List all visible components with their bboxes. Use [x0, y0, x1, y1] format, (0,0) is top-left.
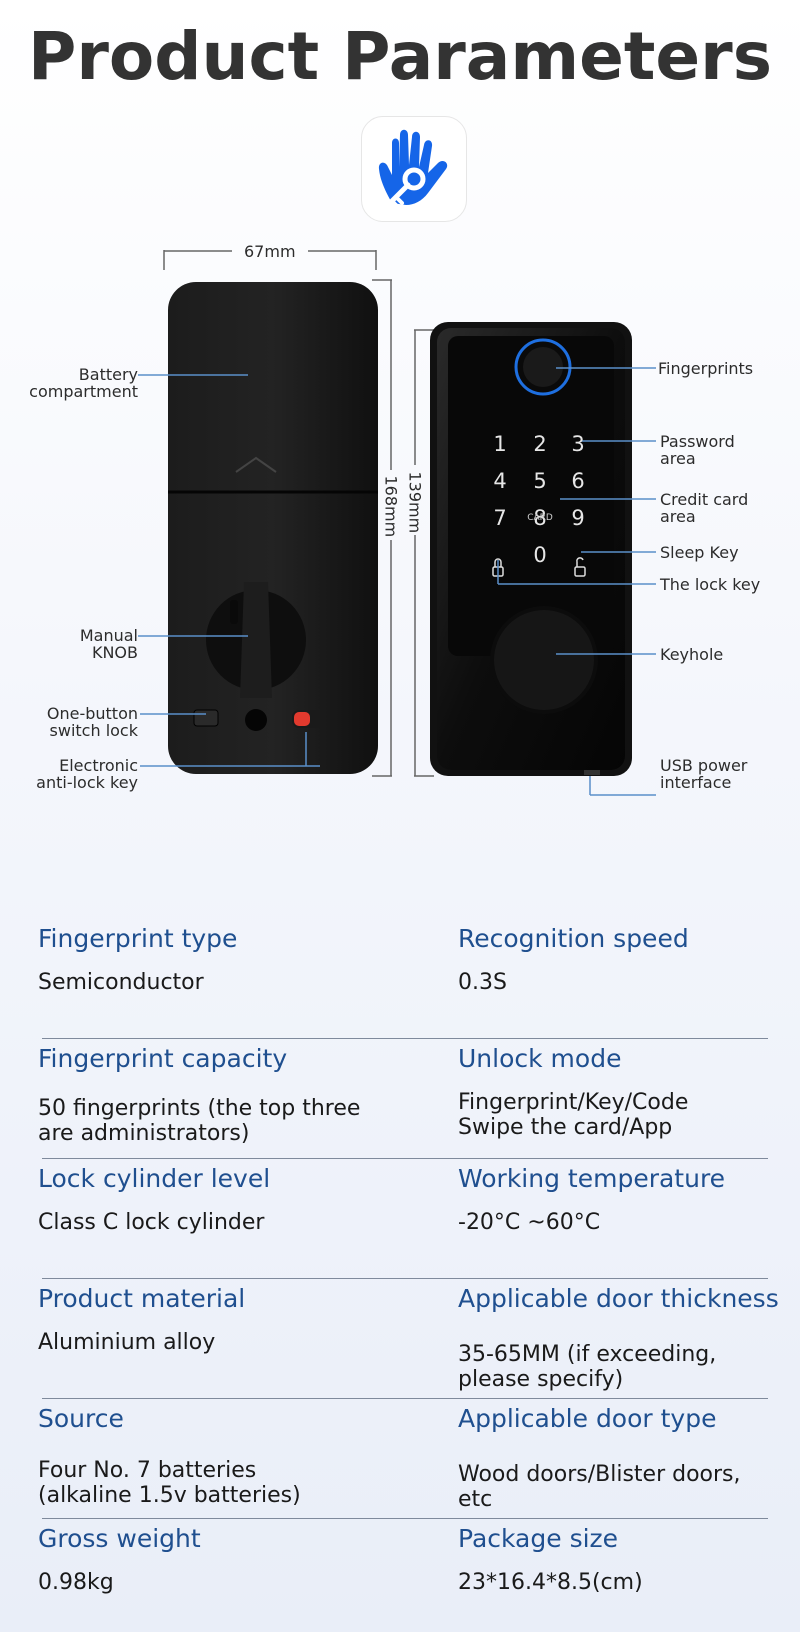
keypad-key-6: 6 [571, 469, 585, 493]
spec-value: 50 fingerprints (the top three are admin… [38, 1096, 361, 1146]
spec-label: Applicable door type [458, 1404, 717, 1433]
spec-label: Source [38, 1404, 124, 1433]
keypad-key-1: 1 [493, 432, 507, 456]
credit-card-area-label: Credit card area [660, 490, 749, 526]
divider [42, 1398, 768, 1399]
keyhole-label: Keyhole [660, 645, 724, 664]
keypad-key-9: 9 [571, 506, 585, 530]
hand-key-icon [361, 116, 467, 222]
keypad-key-0: 0 [533, 543, 547, 567]
password-area-label: Password area [660, 432, 735, 468]
spec-value: Fingerprint/Key/Code Swipe the card/App [458, 1090, 689, 1140]
manual-knob-label: Manual KNOB [79, 626, 138, 662]
fingerprints-label: Fingerprints [658, 359, 754, 378]
spec-label: Product material [38, 1284, 246, 1313]
keypad-key-3: 3 [571, 432, 585, 456]
spec-value: Wood doors/Blister doors, etc [458, 1462, 741, 1512]
keypad-key-4: 4 [493, 469, 507, 493]
spec-value: 35-65MM (if exceeding, please specify) [458, 1342, 717, 1392]
spec-value: Aluminium alloy [38, 1330, 216, 1355]
spec-label: Fingerprint capacity [38, 1044, 288, 1073]
keypad-key-7: 7 [493, 506, 507, 530]
outer-height-dimension-label: 168mm [381, 475, 401, 538]
usb-power-interface-label: USB power interface [660, 756, 748, 792]
lock-key-label: The lock key [660, 575, 761, 594]
spec-label: Applicable door thickness [458, 1284, 779, 1313]
card-label: CARD [527, 513, 553, 523]
spec-label: Unlock mode [458, 1044, 622, 1073]
spec-label: Recognition speed [458, 924, 689, 953]
inner-height-dimension-label: 139mm [405, 471, 425, 534]
switch-lock-label: One-button switch lock [46, 704, 138, 740]
spec-value: Four No. 7 batteries (alkaline 1.5v batt… [38, 1458, 301, 1508]
width-dimension-label: 67mm [244, 242, 296, 261]
spec-label: Package size [458, 1524, 619, 1553]
divider [42, 1158, 768, 1159]
spec-value: Class C lock cylinder [38, 1210, 265, 1235]
battery-compartment-label: Battery compartment [29, 365, 138, 401]
page-title: Product Parameters [27, 18, 773, 95]
spec-label: Fingerprint type [38, 924, 238, 953]
divider [42, 1278, 768, 1279]
keypad-key-8: 8 [533, 506, 547, 530]
keypad-key-2: 2 [533, 432, 547, 456]
spec-label: Lock cylinder level [38, 1164, 271, 1193]
spec-value: 23*16.4*8.5(cm) [458, 1570, 643, 1595]
spec-value: -20°C ~60°C [458, 1210, 601, 1235]
divider [42, 1518, 768, 1519]
divider [42, 1038, 768, 1039]
spec-label: Gross weight [38, 1524, 201, 1553]
anti-lock-key-label: Electronic anti-lock key [36, 756, 138, 792]
spec-value: Semiconductor [38, 970, 204, 995]
sleep-key-label: Sleep Key [660, 543, 739, 562]
spec-value: 0.98kg [38, 1570, 114, 1595]
keypad-key-5: 5 [533, 469, 547, 493]
spec-value: 0.3S [458, 970, 507, 995]
spec-label: Working temperature [458, 1164, 726, 1193]
